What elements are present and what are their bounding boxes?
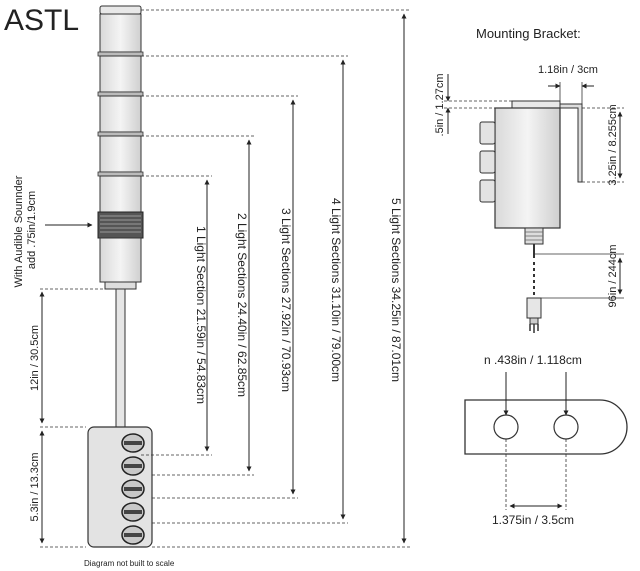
tower-base-foot: [104, 281, 137, 290]
switch-knob-icon: [121, 456, 145, 476]
bracket-title: Mounting Bracket:: [476, 26, 581, 41]
cable-dimension: 96in / 244cm: [534, 245, 624, 308]
bracket-button: [479, 150, 496, 174]
tower-light: [97, 5, 144, 428]
pole-dimension-label: 12in / 30.5cm: [29, 325, 41, 391]
tower-ring: [97, 171, 144, 177]
tower-cap: [99, 5, 142, 15]
switch-knob-icon: [121, 525, 145, 545]
pole-dimension: 12in / 30.5cm: [29, 288, 110, 428]
box-dimension: 5.3in / 13.3cm: [29, 430, 86, 548]
dimension-1-light: 1 Light Section 21.59in / 54.83cm: [141, 175, 212, 456]
mounting-hole: [553, 414, 579, 440]
mounting-bracket-drawing: [479, 100, 583, 333]
dimension-5-light: 5 Light Sections 34.25in / 87.01cm: [141, 9, 410, 548]
tower-light-section-3: [99, 95, 142, 133]
dimension-3-light: 3 Light Sections 27.92in / 70.93cm: [141, 95, 298, 499]
section-5-label: 5 Light Sections 34.25in / 87.01cm: [389, 198, 403, 382]
section-1-label: 1 Light Section 21.59in / 54.83cm: [194, 226, 208, 404]
hole-spacing-label: 1.375in / 3.5cm: [492, 513, 574, 527]
switch-knob-icon: [121, 502, 145, 522]
bracket-left-dimension-label: .5in / 1.27cm: [434, 74, 446, 137]
bracket-left-dimension: .5in / 1.27cm: [434, 74, 512, 137]
bracket-button: [479, 179, 496, 203]
hole-plate: [464, 399, 628, 455]
bracket-button: [479, 121, 496, 145]
switch-knob-icon: [121, 433, 145, 453]
tower-ring: [97, 91, 144, 97]
tower-light-section-1: [99, 175, 142, 213]
power-plug-icon: [526, 297, 542, 333]
dimension-4-light: 4 Light Sections 31.10in / 79.00cm: [141, 55, 348, 524]
section-4-label: 4 Light Sections 31.10in / 79.00cm: [329, 198, 343, 382]
bracket-top-dimension-label: 1.18in / 3cm: [538, 64, 598, 76]
bracket-top-dimension: 1.18in / 3cm: [538, 64, 598, 104]
diagram-title: ASTL: [4, 4, 79, 37]
tower-light-section-4: [99, 55, 142, 93]
switch-knob-icon: [121, 479, 145, 499]
sounder-note-line1: With Audible Sounnder: [13, 175, 25, 287]
hole-spacing-dimension: 1.375in / 3.5cm: [492, 439, 574, 527]
bracket-right-dimension: 3.25in / 8.255cm: [582, 104, 624, 186]
tower-base: [99, 237, 142, 283]
svg-text:With Audible Sounnder ad: With Audible Sounnder add .75in/1.9cm: [13, 173, 38, 288]
mounting-hole: [493, 414, 519, 440]
box-dimension-label: 5.3in / 13.3cm: [29, 452, 41, 521]
control-box: [87, 426, 153, 548]
sounder-callout: With Audible Sounnder add .75in/1.9cm: [13, 173, 93, 288]
hole-diameter-label: n .438in / 1.118cm: [484, 353, 582, 367]
bracket-top-plate: [511, 100, 561, 109]
bracket-body: [494, 107, 561, 229]
bracket-right-dimension-label: 3.25in / 8.255cm: [607, 104, 619, 185]
tower-ring: [97, 51, 144, 57]
tower-light-section-2: [99, 135, 142, 173]
sounder-note-line2: add .75in/1.9cm: [26, 191, 38, 269]
dimension-2-light: 2 Light Sections 24.40in / 62.85cm: [141, 135, 254, 476]
tower-ring: [97, 131, 144, 137]
bracket-arm: [559, 103, 583, 183]
section-3-label: 3 Light Sections 27.92in / 70.93cm: [279, 208, 293, 392]
cable-dimension-label: 96in / 244cm: [607, 245, 619, 308]
mounting-pole: [115, 288, 126, 428]
section-2-label: 2 Light Sections 24.40in / 62.85cm: [235, 213, 249, 397]
tower-light-section-5: [99, 13, 142, 53]
footnote: Diagram not built to scale: [84, 559, 175, 568]
